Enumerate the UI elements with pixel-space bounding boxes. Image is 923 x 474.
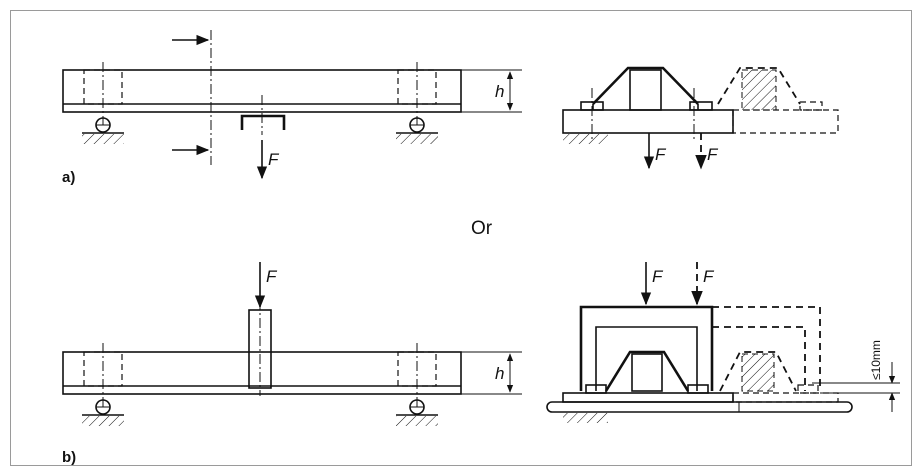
roller-support-left [82,117,124,144]
gap-limit-label: ≤10mm [869,340,883,380]
outer-border [10,10,912,466]
panel-b-cross-section: F F ≤10mm [546,262,900,423]
panel-b-beam-side-view: F h [62,262,522,426]
or-label: Or [471,218,493,239]
panel-a-beam-side-view: F h [62,30,522,180]
panel-a-label: a) [62,169,75,186]
force-label-a2: F [655,145,667,164]
roller-support-right [396,117,438,144]
force-label-b: F [266,267,278,286]
height-label-a: h [495,82,504,101]
roller-support-right-b [396,399,438,426]
force-label-a: F [268,150,280,169]
force-label-b2: F [652,267,664,286]
roller-support-left-b [82,399,124,426]
panel-a-cross-section: F F [562,66,839,170]
height-label-b: h [495,364,504,383]
force-label-a3: F [707,145,719,164]
force-label-b3: F [703,267,715,286]
panel-b-label: b) [62,449,76,466]
